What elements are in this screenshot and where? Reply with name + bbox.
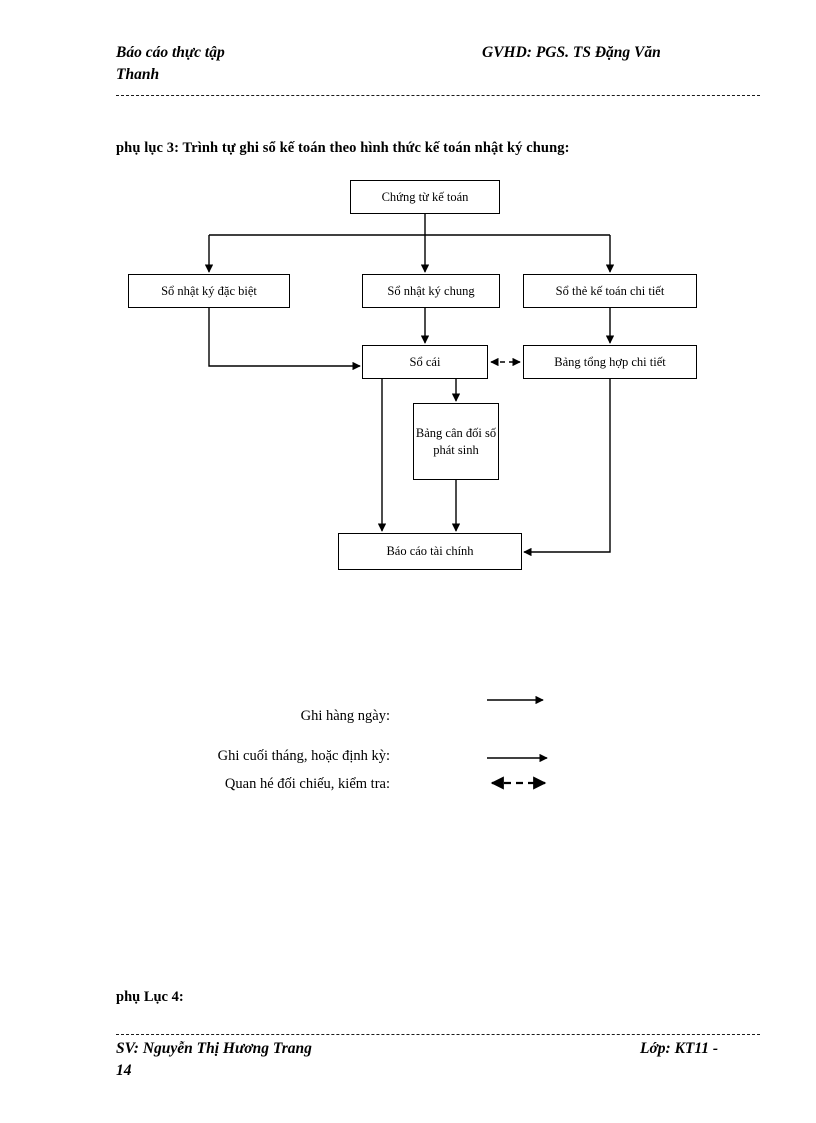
flowchart-node-nk-dac-biet: Sổ nhật ký đặc biệt: [128, 274, 290, 308]
node-label: Sổ nhật ký chung: [387, 283, 475, 298]
header-divider: [116, 95, 760, 96]
legend-item-label: Quan hé đối chiếu, kiểm tra:: [224, 776, 390, 792]
flowchart-node-bang-tong-hop: Bảng tổng hợp chi tiết: [523, 345, 697, 379]
flowchart-node-so-cai: Sổ cái: [362, 345, 488, 379]
legend-item-label: Ghi cuối tháng, hoặc định kỳ:: [217, 748, 390, 764]
header-title-left-continued: Thanh: [116, 66, 160, 83]
node-label: Bảng tổng hợp chi tiết: [554, 354, 666, 369]
header-row: Báo cáo thực tập GVHD: PGS. TS Đặng Văn …: [116, 44, 760, 83]
footer-divider: [116, 1034, 760, 1035]
node-label: Sổ nhật ký đặc biệt: [161, 283, 257, 298]
flowchart-node-bao-cao-tai-chinh: Báo cáo tài chính: [338, 533, 522, 570]
node-label: Bảng cân đối số phát sinh: [415, 426, 497, 457]
footer-note: phụ Lục 4:: [116, 989, 184, 1005]
header-title-left: Báo cáo thực tập: [116, 44, 225, 61]
flowchart-node-nk-chung: Sổ nhật ký chung: [362, 274, 500, 308]
page-title: phụ lục 3: Trình tự ghi sổ kế toán theo …: [116, 140, 570, 156]
flowchart-node-chung-tu: Chứng từ kế toán: [350, 180, 500, 214]
footer-student-name: SV: Nguyễn Thị Hương Trang: [116, 1040, 312, 1057]
footer-class: Lớp: KT11 -: [640, 1040, 719, 1057]
flowchart-node-bang-can-doi: Bảng cân đối số phát sinh: [413, 403, 499, 480]
flowchart-node-so-the: Sổ thẻ kế toán chi tiết: [523, 274, 697, 308]
node-label: Chứng từ kế toán: [381, 189, 469, 204]
node-label: Sổ thẻ kế toán chi tiết: [555, 283, 665, 298]
header-title-right: GVHD: PGS. TS Đặng Văn: [482, 44, 661, 61]
node-label: Sổ cái: [409, 354, 441, 369]
legend-item-label: Ghi hàng ngày:: [300, 708, 390, 724]
node-label: Báo cáo tài chính: [386, 544, 474, 559]
page-header: Báo cáo thực tập GVHD: PGS. TS Đặng Văn …: [116, 44, 760, 83]
footer-class-continued: 14: [116, 1062, 132, 1079]
